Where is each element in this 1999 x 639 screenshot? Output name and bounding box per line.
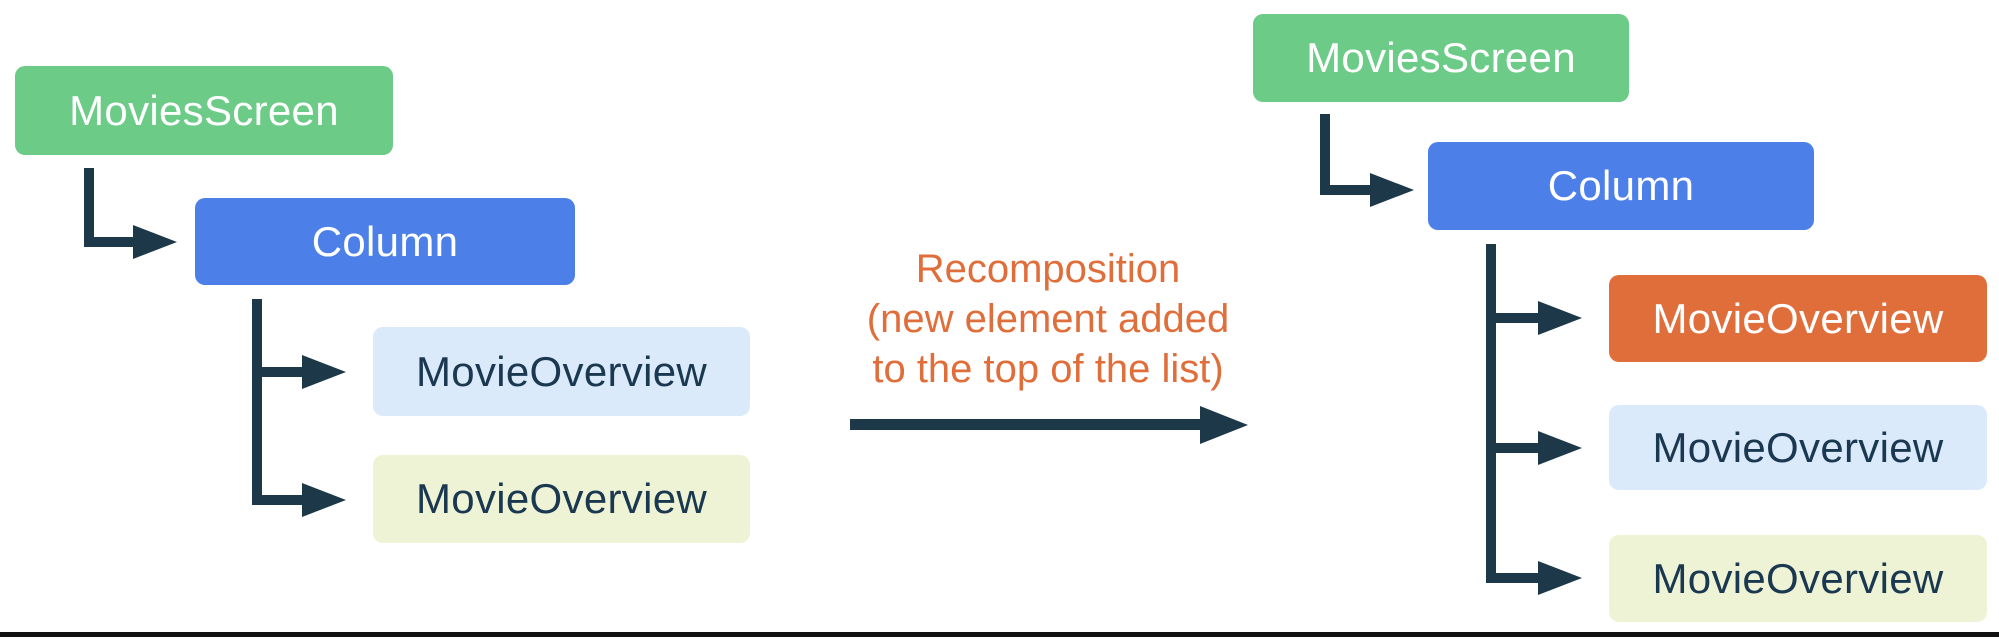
after-movies-screen-node: MoviesScreen — [1253, 14, 1629, 102]
node-label: MovieOverview — [1652, 554, 1944, 602]
caption-line-2: (new element added — [866, 297, 1230, 341]
transition-arrowhead-icon — [1200, 406, 1248, 444]
connector-line — [1320, 114, 1330, 195]
connector-line — [1320, 185, 1370, 195]
connector-line — [1486, 573, 1538, 583]
after-movie-overview-node-2: MovieOverview — [1609, 405, 1987, 490]
bottom-divider — [0, 632, 1999, 637]
transition-arrow-line — [850, 419, 1200, 430]
node-label: MovieOverview — [416, 475, 707, 522]
after-movie-overview-node-new: MovieOverview — [1609, 275, 1987, 362]
connector-line — [1486, 313, 1538, 323]
arrowhead-icon — [1538, 561, 1582, 595]
connector-line — [252, 495, 302, 505]
arrowhead-icon — [302, 355, 346, 389]
connector-line — [84, 237, 133, 247]
caption-line-1: Recomposition — [915, 247, 1181, 291]
arrowhead-icon — [1538, 431, 1582, 465]
arrowhead-icon — [133, 225, 177, 259]
after-column-node: Column — [1428, 142, 1814, 230]
before-movies-screen-node: MoviesScreen — [15, 66, 393, 155]
before-movie-overview-node-2: MovieOverview — [373, 455, 750, 543]
after-movie-overview-node-3: MovieOverview — [1609, 535, 1987, 622]
caption-line-3: to the top of the list) — [872, 347, 1224, 391]
before-movie-overview-node-1: MovieOverview — [373, 327, 750, 416]
node-label: MoviesScreen — [1306, 34, 1576, 81]
node-label: Column — [1547, 162, 1695, 209]
node-label: Column — [311, 217, 459, 265]
node-label: MovieOverview — [1652, 423, 1944, 471]
connector-line — [1486, 443, 1538, 453]
connector-line — [252, 367, 302, 377]
arrowhead-icon — [1538, 301, 1582, 335]
arrowhead-icon — [302, 483, 346, 517]
node-label: MovieOverview — [1652, 294, 1944, 342]
connector-line — [252, 299, 262, 505]
node-label: MovieOverview — [416, 347, 707, 395]
before-column-node: Column — [195, 198, 575, 285]
connector-line — [1486, 244, 1496, 583]
recomposition-caption: Recomposition (new element added to the … — [818, 244, 1278, 394]
arrowhead-icon — [1370, 173, 1414, 207]
connector-line — [84, 168, 94, 247]
node-label: MoviesScreen — [69, 86, 339, 134]
